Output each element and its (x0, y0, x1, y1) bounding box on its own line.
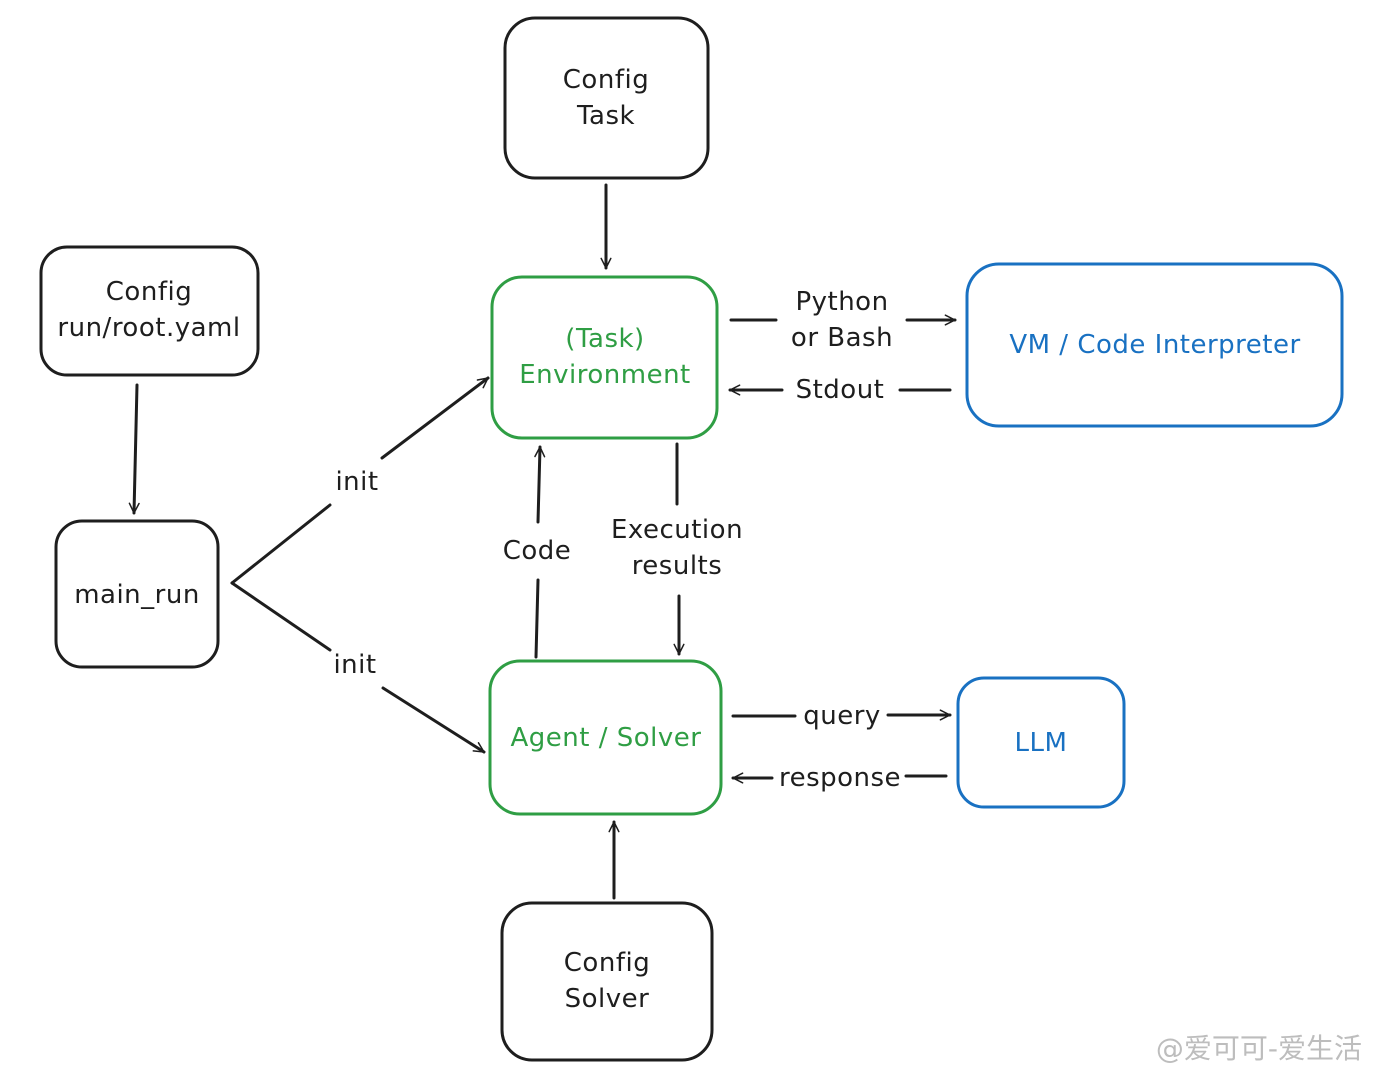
config-task-box (503, 16, 710, 180)
edge-init-environment-segment1 (230, 503, 332, 585)
edge-response: response (731, 763, 948, 793)
config-solver-label-line2: Solver (565, 984, 650, 1014)
node-agent: Agent / Solver (488, 659, 723, 816)
edge-init-environment-segment2 (380, 376, 490, 460)
edge-stdout: Stdout (728, 375, 952, 405)
config-solver-label-line1: Config (564, 948, 650, 978)
edge-execution-results: Execution results (611, 442, 743, 656)
node-config-root: Config run/root.yaml (39, 245, 260, 377)
node-vm: VM / Code Interpreter (965, 262, 1344, 428)
edge-init-agent-segment1 (230, 581, 332, 652)
edge-query: query (731, 701, 952, 731)
config-root-box (39, 245, 260, 377)
vm-label: VM / Code Interpreter (1009, 330, 1300, 360)
main-run-label: main_run (74, 580, 200, 610)
llm-box (956, 676, 1126, 809)
edge-code-segment2 (534, 445, 546, 524)
edge-init-agent: init (230, 581, 486, 754)
edge-init-environment: init (230, 376, 490, 585)
config-root-label-line1: Config (106, 277, 192, 307)
edge-init-agent-segment2 (381, 686, 486, 754)
config-solver-box (500, 901, 714, 1062)
init-agent-label: init (333, 650, 376, 680)
init-environment-label: init (335, 467, 378, 497)
code-label: Code (503, 536, 572, 566)
llm-label: LLM (1015, 728, 1068, 758)
environment-label-line2: Environment (519, 360, 691, 390)
edge-code-segment1 (534, 578, 540, 659)
edge-config-root-to-main-run (128, 383, 140, 515)
watermark-text: @爱可可-爱生活 (1156, 1032, 1362, 1065)
response-label: response (779, 763, 901, 793)
execution-results-label-line2: results (632, 551, 723, 581)
config-root-label-line2: run/root.yaml (57, 313, 240, 343)
config-task-label-line1: Config (563, 65, 649, 95)
query-label: query (803, 701, 881, 731)
execution-results-label-line1: Execution (611, 515, 743, 545)
edge-code: Code (503, 445, 572, 659)
config-task-label-line2: Task (576, 101, 635, 131)
edge-python-or-bash: Python or Bash (729, 287, 957, 353)
environment-box (490, 275, 719, 440)
vm-box (965, 262, 1344, 428)
main-run-box (54, 519, 220, 669)
python-bash-label-line1: Python (795, 287, 888, 317)
node-llm: LLM (956, 676, 1126, 809)
node-config-task: Config Task (503, 16, 710, 180)
agent-box (488, 659, 723, 816)
environment-label-line1: (Task) (565, 324, 644, 354)
node-main-run: main_run (54, 519, 220, 669)
python-bash-label-line2: or Bash (791, 323, 893, 353)
agent-label: Agent / Solver (511, 723, 702, 753)
node-environment: (Task) Environment (490, 275, 719, 440)
node-config-solver: Config Solver (500, 901, 714, 1062)
stdout-label: Stdout (796, 375, 885, 405)
